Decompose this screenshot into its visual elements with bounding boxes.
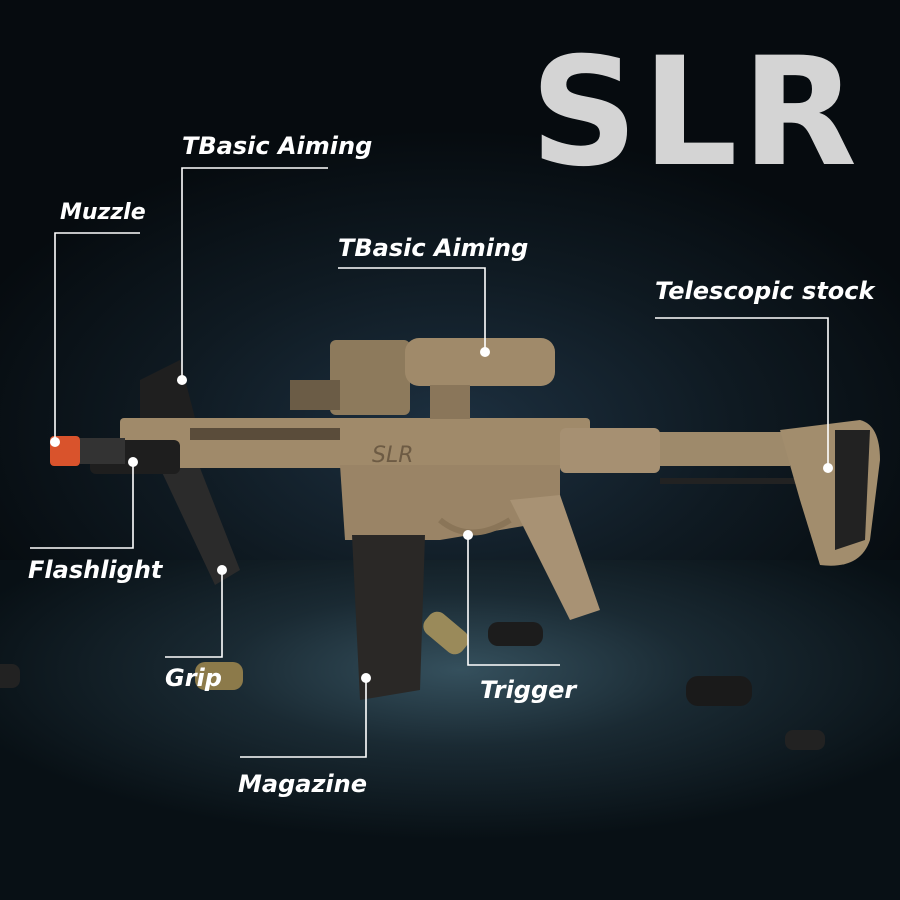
product-title: SLR [530, 26, 862, 200]
label-grip: Grip [165, 664, 222, 692]
leader-lines [30, 167, 829, 758]
label-flashlight: Flashlight [28, 556, 163, 584]
label-trigger: Trigger [480, 676, 577, 704]
label-telescopic-stock: Telescopic stock [655, 277, 875, 305]
label-magazine: Magazine [238, 770, 368, 798]
rifle: SLR [50, 338, 880, 700]
floor-background [0, 560, 900, 900]
receiver-engraving: SLR [372, 443, 414, 468]
shell-casings [0, 611, 825, 750]
label-muzzle: Muzzle [60, 200, 146, 225]
label-scope-aiming: TBasic Aiming [338, 234, 529, 262]
callout-dots [50, 347, 833, 683]
label-top-aiming: TBasic Aiming [182, 132, 373, 160]
